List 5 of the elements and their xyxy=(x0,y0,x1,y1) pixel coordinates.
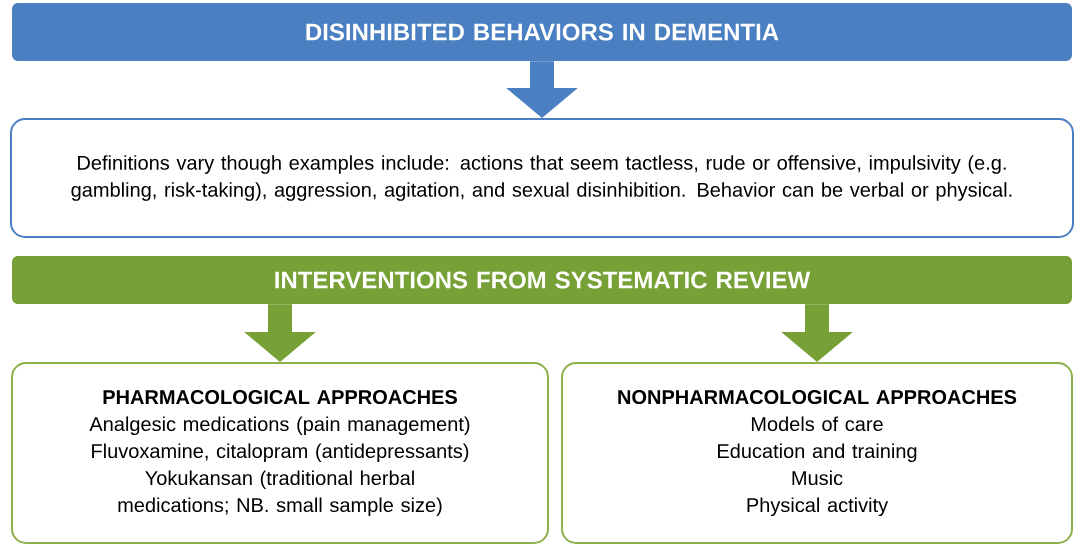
title-banner: DISINHIBITED BEHAVIORS IN DEMENTIA xyxy=(12,3,1072,61)
section-banner: INTERVENTIONS FROM SYSTEMATIC REVIEW xyxy=(12,256,1072,304)
approach-box: NONPHARMACOLOGICAL APPROACHES Models of care Education and training Music Physical activity xyxy=(561,362,1073,544)
approach-box: PHARMACOLOGICAL APPROACHES Analgesic medications (pain management) Fluvoxamine, citalopram (antidepressants) Yokukansan (traditional herbal medications; NB. small sample size) xyxy=(11,362,549,544)
definition-box: Definitions vary though examples include: actions that seem tactless, rude or offensive, impulsivity (e.g. gambling, risk-taking), aggression, agitation, and sexual disinhibition. Behavior can be verbal or physical. xyxy=(10,118,1074,238)
